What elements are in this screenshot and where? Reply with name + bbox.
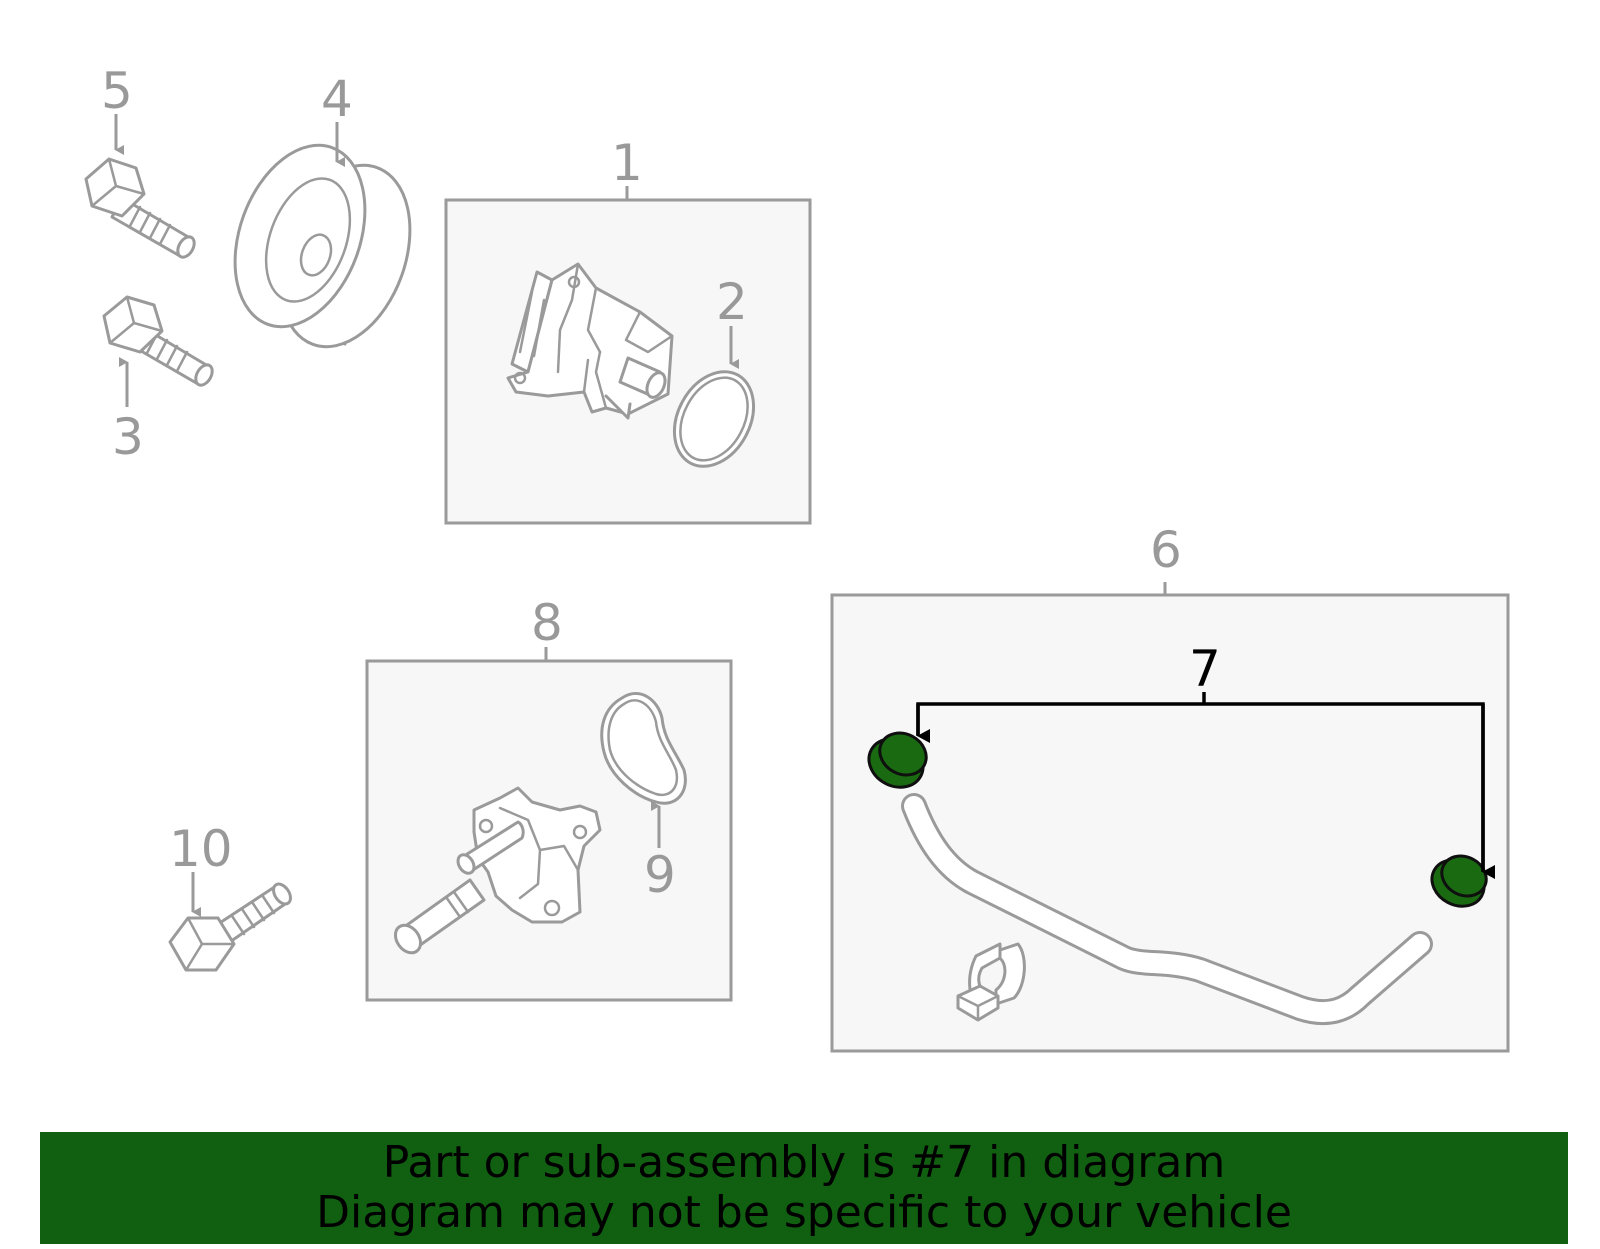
part-1-water-pump[interactable]	[506, 262, 674, 420]
callout-6: 6	[1150, 521, 1182, 579]
callout-1: 1	[611, 134, 643, 192]
hose-6[interactable]	[901, 793, 1433, 1025]
callout-2: 2	[716, 273, 748, 331]
part-2-o-ring[interactable]	[659, 358, 770, 480]
callout-7: 7	[1189, 640, 1221, 698]
notice-banner: Part or sub-assembly is #7 in diagram Di…	[40, 1132, 1568, 1244]
callout-5: 5	[101, 62, 133, 120]
part-7-hose-clamp-left[interactable]	[860, 725, 933, 796]
notice-line-2: Diagram may not be specific to your vehi…	[316, 1187, 1292, 1238]
callout-4: 4	[321, 70, 353, 128]
callout-10: 10	[169, 820, 233, 878]
part-8-water-outlet[interactable]	[390, 786, 602, 958]
part-3-bolt[interactable]	[102, 295, 216, 388]
part-7-hose-clamp-right[interactable]	[1424, 848, 1493, 915]
callout-9: 9	[644, 846, 676, 904]
part-4-pulley[interactable]	[211, 127, 433, 365]
part-10-bolt[interactable]	[168, 881, 294, 972]
hose-clip[interactable]	[956, 942, 1026, 1022]
part-5-bolt[interactable]	[84, 157, 198, 260]
callout-3: 3	[112, 408, 144, 466]
notice-line-1: Part or sub-assembly is #7 in diagram	[382, 1137, 1226, 1188]
part-9-gasket[interactable]	[600, 692, 687, 805]
callout-8: 8	[531, 594, 563, 652]
